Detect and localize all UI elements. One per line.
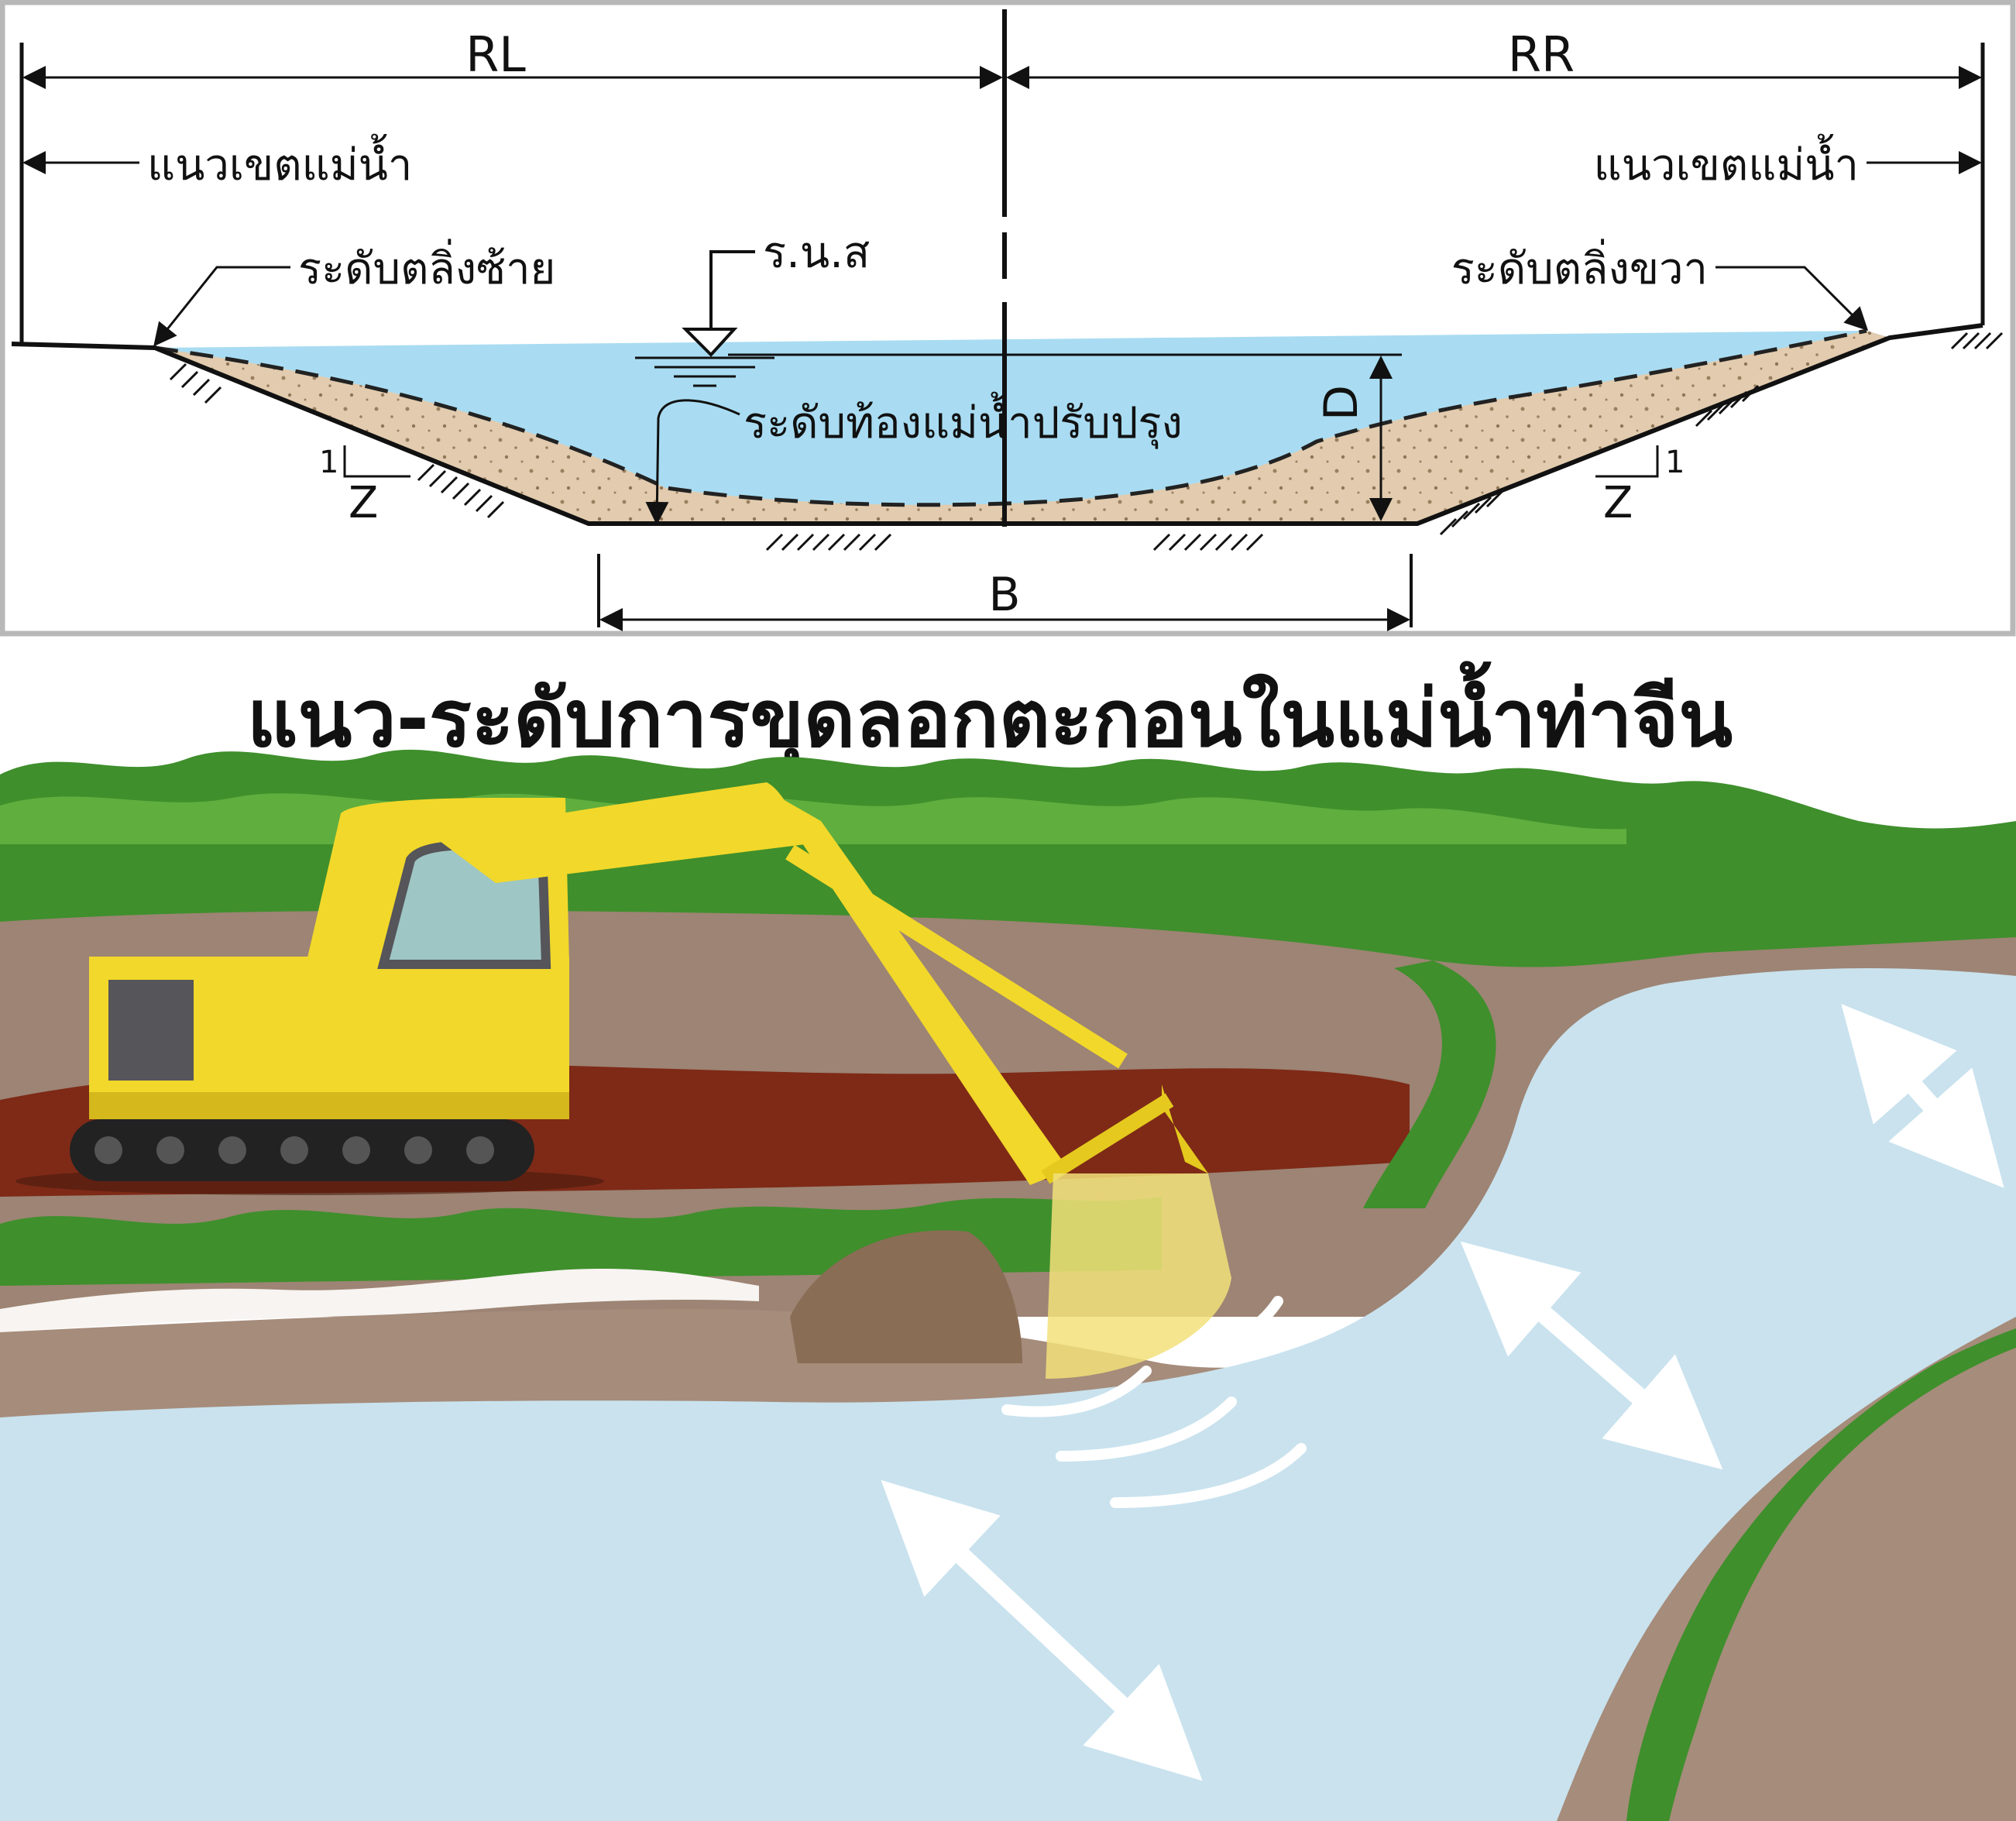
rl-label: RL bbox=[465, 26, 526, 83]
slope-left-one: 1 bbox=[319, 445, 338, 480]
slope-right-z: Z bbox=[1603, 478, 1633, 528]
water-level-triangle bbox=[682, 328, 738, 357]
dirt-pile bbox=[790, 1230, 1022, 1363]
slope-left-z: Z bbox=[349, 478, 378, 528]
water-level-leader bbox=[709, 250, 755, 329]
river-water bbox=[0, 968, 2016, 1821]
water-ripples bbox=[1001, 1296, 1307, 1508]
improved-riverbed-line bbox=[154, 328, 1867, 507]
dredging-illustration bbox=[0, 749, 2016, 1821]
ground-hatching bbox=[169, 332, 2004, 551]
excavator-boom bbox=[434, 782, 805, 883]
depth-label: D bbox=[1314, 385, 1369, 421]
bank-right-leader bbox=[1715, 266, 1869, 332]
riverbed-leader bbox=[645, 399, 740, 525]
water-level-symbol-lines bbox=[635, 356, 774, 387]
slope-right-one: 1 bbox=[1665, 445, 1685, 480]
far-right-trees bbox=[1626, 1328, 2016, 1821]
rr-label: RR bbox=[1508, 26, 1575, 83]
diagram-frame bbox=[0, 0, 2016, 637]
width-label: B bbox=[988, 568, 1020, 622]
foam-line bbox=[0, 1269, 759, 1332]
excavator-bucket bbox=[1046, 1173, 1231, 1379]
flow-arrow-3 bbox=[1841, 1004, 2004, 1188]
flow-arrows bbox=[881, 1004, 2004, 1781]
cross-section-diagram: RL RR แนวเขตแม่น้ำ แนวเขตแม่น้ำ ระดับตลิ… bbox=[0, 0, 2016, 637]
bank-right-label: ระดับตลิ่งขวา bbox=[1451, 239, 1708, 294]
right-bank-trees bbox=[1363, 960, 1496, 1208]
flow-arrow-2 bbox=[1460, 1241, 1723, 1470]
flow-arrow-1 bbox=[881, 1479, 1203, 1781]
water-level-label: ร.น.ส bbox=[763, 228, 870, 278]
excavator bbox=[15, 782, 1231, 1379]
boundary-right-label: แนวเขตแม่น้ำ bbox=[1594, 134, 1859, 191]
sediment-texture bbox=[155, 331, 1890, 524]
slope-right bbox=[1595, 445, 1659, 478]
bank-left-leader bbox=[153, 266, 290, 347]
main-title: แนว-ระดับการขุดลอกตะกอนในแม่น้ำท่าจีน bbox=[247, 661, 1733, 768]
far-right-bank bbox=[1665, 1363, 2016, 1821]
riverbed-label: ระดับท้องแม่น้ำปรับปรุง bbox=[744, 392, 1183, 449]
bank-left-label: ระดับตลิ่งซ้าย bbox=[298, 239, 555, 294]
slope-left bbox=[343, 445, 410, 478]
boundary-left-label: แนวเขตแม่น้ำ bbox=[147, 134, 412, 191]
